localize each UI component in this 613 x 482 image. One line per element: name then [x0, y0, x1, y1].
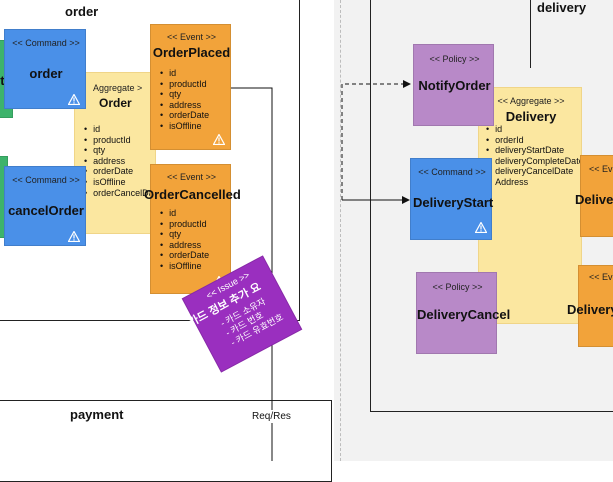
field: deliveryCompleteDate — [486, 156, 582, 167]
left-stub-title: st — [0, 73, 5, 88]
event-field-list: id productId qty address orderDate isOff… — [160, 68, 209, 132]
field: orderId — [486, 135, 582, 146]
field: qty — [84, 145, 161, 156]
delivery-cancel-policy-sticky[interactable]: << Policy >> DeliveryCancel — [416, 272, 511, 354]
event-title: OrderCancelled — [144, 187, 241, 202]
field: productId — [84, 135, 161, 146]
field: Address — [486, 177, 582, 188]
field: orderDate — [160, 250, 209, 261]
delivery-context-label: delivery — [537, 0, 587, 15]
payment-context-label: payment — [70, 407, 124, 422]
field: deliveryStartDate — [486, 145, 582, 156]
field: productId — [160, 219, 209, 230]
field: address — [84, 156, 161, 167]
order-command-sticky[interactable]: << Command >> order — [4, 29, 86, 109]
delivery-event-sticky-2[interactable]: << Ev Delivery — [567, 265, 613, 347]
notify-order-policy-sticky[interactable]: << Policy >> NotifyOrder — [413, 44, 494, 126]
order-aggregate-sticky[interactable]: Aggregate > Order id productId qty addre… — [74, 72, 161, 234]
policy-stereotype: << Policy >> — [429, 54, 480, 64]
command-title: order — [29, 66, 63, 81]
delivery-context-inner-line — [530, 0, 531, 68]
event-field-list: id productId qty address orderDate isOff… — [160, 208, 209, 272]
warning-icon — [475, 222, 487, 233]
policy-title: NotifyOrder — [418, 78, 491, 93]
field: orderCancelDate — [84, 188, 161, 199]
field: productId — [160, 79, 209, 90]
field: id — [160, 68, 209, 79]
command-title: cancelOrder — [8, 203, 84, 218]
order-cancelled-event-sticky[interactable]: << Event >> OrderCancelled id productId … — [144, 164, 241, 294]
cancel-order-command-sticky[interactable]: << Command >> cancelOrder — [4, 166, 86, 246]
aggregate-title: Order — [99, 96, 132, 110]
field: orderDate — [160, 110, 209, 121]
order-context-label: order — [65, 4, 99, 19]
warning-icon — [68, 94, 80, 105]
field: address — [160, 100, 209, 111]
aggregate-field-list: id productId qty address orderDate isOff… — [84, 124, 161, 198]
event-stereotype: << Event >> — [166, 172, 217, 182]
field: id — [84, 124, 161, 135]
event-stereotype: << Ev — [589, 164, 613, 174]
field: orderDate — [84, 166, 161, 177]
field: qty — [160, 89, 209, 100]
delivery-context-frame[interactable] — [370, 0, 613, 412]
delivery-start-command-sticky[interactable]: << Command >> DeliveryStart — [410, 158, 494, 240]
policy-title: DeliveryCancel — [417, 307, 511, 322]
field: isOffline — [84, 177, 161, 188]
field: isOffline — [160, 121, 209, 132]
field: isOffline — [160, 261, 209, 272]
delivery-event-sticky-1[interactable]: << Ev Deliver — [575, 155, 613, 237]
aggregate-stereotype: Aggregate > — [93, 83, 143, 93]
order-context-frame[interactable] — [0, 0, 300, 321]
command-stereotype: << Command >> — [12, 38, 80, 48]
field: qty — [160, 229, 209, 240]
field: deliveryCancelDate — [486, 166, 582, 177]
req-res-label: Req/Res — [251, 410, 292, 423]
field: id — [486, 124, 582, 135]
aggregate-field-list: id orderId deliveryStartDate deliveryCom… — [486, 124, 582, 188]
command-stereotype: << Command >> — [12, 175, 80, 185]
command-title: DeliveryStart — [413, 195, 494, 210]
warning-icon — [213, 134, 225, 145]
event-title: Deliver — [575, 192, 613, 207]
field: address — [160, 240, 209, 251]
page-divider-line — [340, 0, 341, 461]
event-stereotype: << Event >> — [166, 32, 217, 42]
policy-stereotype: << Policy >> — [432, 282, 483, 292]
order-placed-event-sticky[interactable]: << Event >> OrderPlaced id productId qty… — [150, 24, 231, 150]
event-title: OrderPlaced — [152, 45, 231, 60]
warning-icon — [68, 231, 80, 242]
aggregate-title: Delivery — [505, 109, 557, 124]
event-title: Delivery — [567, 302, 613, 317]
aggregate-stereotype: << Aggregate >> — [497, 96, 565, 106]
field: id — [160, 208, 209, 219]
event-to-policy-connector — [341, 80, 411, 200]
event-stereotype: << Ev — [589, 272, 613, 282]
command-stereotype: << Command >> — [418, 167, 486, 177]
